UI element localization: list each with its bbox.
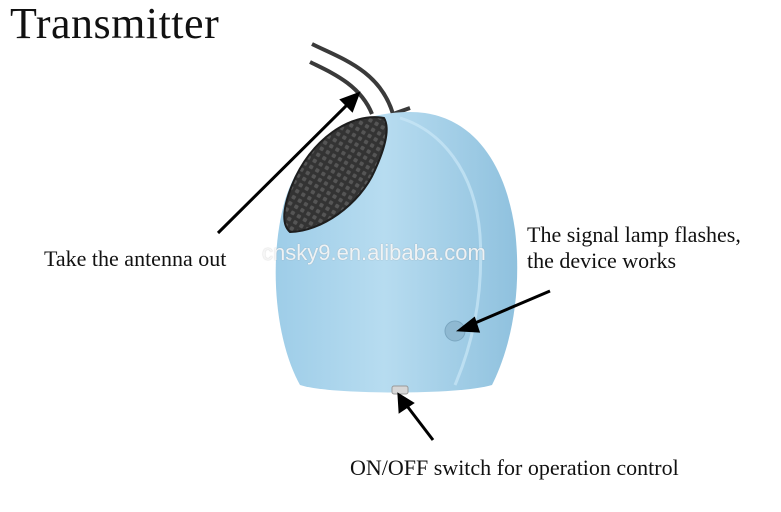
body-highlight xyxy=(399,116,483,386)
arrow-switch xyxy=(397,392,435,441)
page-title: Transmitter xyxy=(10,0,220,48)
antenna-label: Take the antenna out xyxy=(44,246,227,271)
arrow-antenna xyxy=(216,91,361,235)
antenna-grip xyxy=(283,116,388,234)
on-off-switch xyxy=(391,385,409,395)
antenna-cord xyxy=(311,42,395,115)
watermark: cnsky9.en.alibaba.com xyxy=(262,240,486,265)
signal-lamp-label-line2: the device works xyxy=(527,248,677,274)
arrow-lamp xyxy=(455,289,551,333)
antenna-cord xyxy=(309,60,374,115)
switch-label: ON/OFF switch for operation control xyxy=(350,455,679,480)
signal-lamp-label: The signal lamp flashes, the device work… xyxy=(527,222,741,275)
signal-lamp-label-line1: The signal lamp flashes, xyxy=(527,222,741,247)
